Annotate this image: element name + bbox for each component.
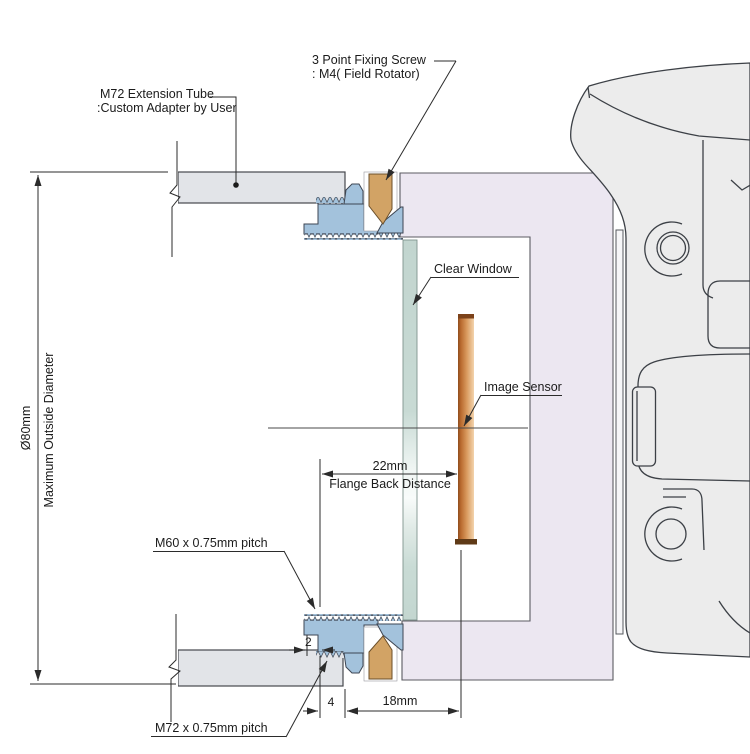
ring-upper-clamp-jaw [343,183,364,205]
ring-lower-chamfer-wedge [376,623,404,651]
lower-button [655,518,687,550]
camera-bracket-line-1 [663,488,705,551]
leader-extension-tube-dot [233,182,239,188]
terminal-dial-outer [656,231,690,265]
grip-bottom-curve [718,600,750,634]
tube-break-mask-top [169,170,178,205]
image-sensor-strip [458,314,474,543]
camera-mount-plate [615,229,624,635]
camera-top-contour [589,93,750,141]
tube-break-line-bottom [168,614,181,722]
ring-upper-chamfer-wedge [376,206,404,234]
leader-m72 [285,660,328,738]
thread-interface-top-m72 [316,197,345,204]
image-sensor-top-cap [458,314,474,319]
leader-m60 [283,550,316,610]
dimension-annotations [30,60,562,738]
clear-window-glass [402,239,418,621]
threaded-ring-lower [303,614,404,682]
ring-lower-clamp-jaw [343,652,364,674]
terminal-dial-arc [644,221,683,277]
fixing-screw-lower [368,635,393,680]
leader-clear-window [412,276,432,306]
camera-grip-contour [702,140,714,299]
camera-panel-upper [707,280,750,349]
extension-tube-bottom-section [177,649,344,687]
thread-interface-bottom-m72 [316,651,344,658]
leader-screw [385,60,457,181]
ring-lower-thread-m60 [304,614,403,621]
leader-image-sensor [463,394,482,427]
ring-upper-thread-m60 [304,233,403,240]
image-sensor-bottom-cap [455,539,477,545]
camera-strap-notch [730,179,750,191]
lower-button-arc [644,506,683,562]
camera-panel-lower [637,353,750,482]
tube-break-line-top [169,141,181,257]
threaded-ring-upper [303,171,404,240]
terminal-dial-inner [659,234,687,262]
field-rotator-housing [399,172,614,681]
tube-break-mask-bottom [169,648,178,688]
port-cover-door [631,386,657,467]
leader-extension-tube [209,96,237,184]
camera-body [570,62,750,658]
camera-top-seam [587,86,591,99]
